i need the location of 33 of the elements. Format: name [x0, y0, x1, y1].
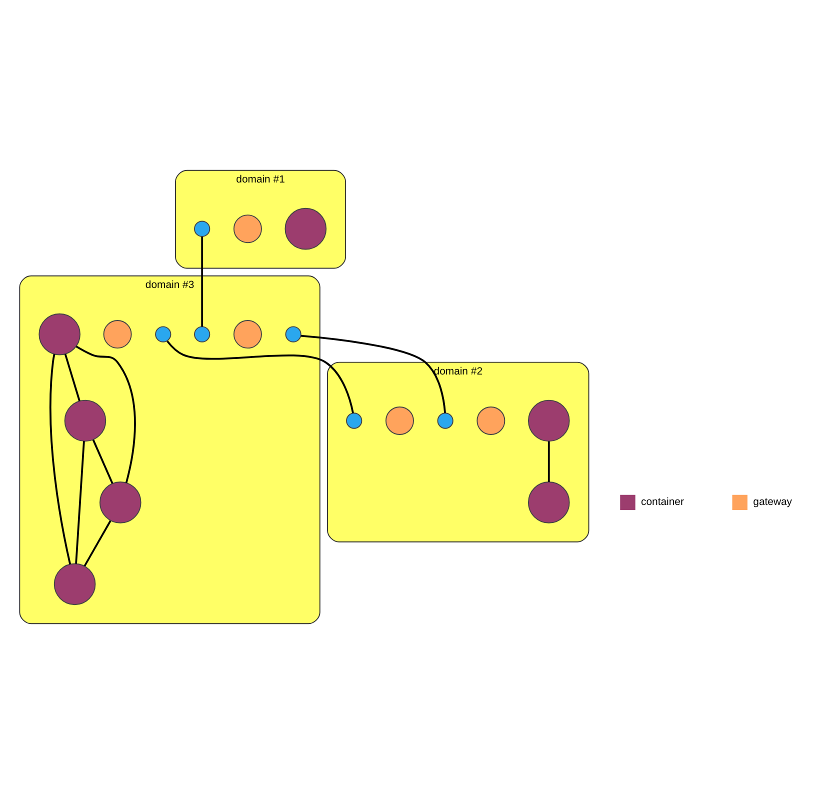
node-circle: [233, 214, 262, 243]
node-circle: [54, 562, 96, 605]
node-circle: [99, 481, 142, 523]
connector: [76, 345, 136, 483]
node-circle: [194, 326, 210, 342]
connector: [166, 340, 354, 413]
legend-label: gateway: [753, 496, 792, 508]
node-circle: [284, 207, 327, 250]
node-circle: [346, 412, 362, 428]
node-circle: [476, 406, 506, 434]
connector: [84, 520, 112, 566]
node-circle: [285, 326, 302, 342]
legend-label: container: [641, 496, 684, 508]
node-circle: [194, 220, 210, 236]
node-circle: [528, 481, 570, 523]
connector: [64, 353, 80, 401]
connector: [548, 440, 550, 482]
connector: [75, 440, 85, 564]
node-circle: [38, 312, 80, 355]
connector: [92, 438, 114, 484]
connector: [201, 236, 204, 326]
connector: [300, 334, 446, 413]
node-circle: [528, 399, 570, 442]
node-circle: [64, 399, 106, 442]
node-circle: [233, 320, 262, 348]
node-circle: [437, 412, 454, 428]
node-circle: [155, 326, 172, 342]
node-circle: [103, 320, 132, 348]
cluster: domain #3: [19, 274, 320, 624]
cluster: domain #1: [175, 169, 346, 268]
connector: [50, 353, 72, 564]
cluster: domain #2: [327, 361, 590, 542]
node-circle: [385, 406, 414, 434]
